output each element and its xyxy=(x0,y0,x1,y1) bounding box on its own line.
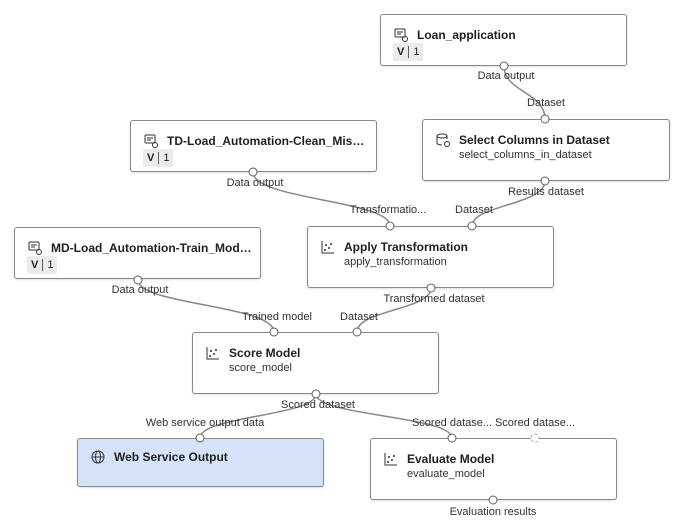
node-subtitle: apply_transformation xyxy=(344,256,447,268)
input-port-evaluate-scored-2[interactable] xyxy=(530,433,540,443)
port-label: Results dataset xyxy=(508,186,584,198)
node-title: TD-Load_Automation-Clean_Missing_Dat... xyxy=(167,134,371,148)
node-title: Evaluate Model xyxy=(407,452,495,466)
version-badge: V 1 xyxy=(393,43,424,61)
output-port-loan-application[interactable] xyxy=(499,61,509,71)
chart-icon xyxy=(320,239,336,255)
node-subtitle: score_model xyxy=(229,362,292,374)
output-port-score-scored-dataset[interactable] xyxy=(311,389,321,399)
port-label: Trained model xyxy=(242,311,312,323)
dataset-icon xyxy=(393,27,409,43)
node-subtitle: select_columns_in_dataset xyxy=(459,149,592,161)
node-md-load-automation[interactable]: MD-Load_Automation-Train_Model-Trai... V… xyxy=(14,227,261,279)
port-label: Data output xyxy=(111,284,169,296)
globe-icon xyxy=(90,449,106,465)
input-port-evaluate-scored-1[interactable] xyxy=(447,433,457,443)
input-port-apply-dataset[interactable] xyxy=(467,221,477,231)
output-port-evaluate-results[interactable] xyxy=(488,495,498,505)
port-label: Dataset xyxy=(340,311,378,323)
node-title: Select Columns in Dataset xyxy=(459,133,610,147)
port-label: Scored datase... xyxy=(411,417,493,429)
output-port-apply-transformed[interactable] xyxy=(426,283,436,293)
node-apply-transformation[interactable]: Apply Transformation apply_transformatio… xyxy=(307,226,554,288)
node-title: MD-Load_Automation-Train_Model-Trai... xyxy=(51,241,255,255)
node-title: Score Model xyxy=(229,346,301,360)
port-label: Dataset xyxy=(527,97,565,109)
input-port-select-columns-dataset[interactable] xyxy=(540,114,550,124)
version-badge: V 1 xyxy=(143,149,174,167)
output-port-td-load[interactable] xyxy=(248,167,258,177)
port-label: Transformatio... xyxy=(349,204,427,216)
dataset-icon xyxy=(143,133,159,149)
node-subtitle: evaluate_model xyxy=(407,468,485,480)
node-web-service-output[interactable]: Web Service Output xyxy=(77,438,324,487)
port-label: Scored datase... xyxy=(494,417,576,429)
node-td-load-automation[interactable]: TD-Load_Automation-Clean_Missing_Dat... … xyxy=(130,120,377,172)
node-select-columns-in-dataset[interactable]: Select Columns in Dataset select_columns… xyxy=(422,119,670,181)
input-port-score-dataset[interactable] xyxy=(352,327,362,337)
node-title: Loan_application xyxy=(417,28,516,42)
input-port-score-trained-model[interactable] xyxy=(269,327,279,337)
input-port-apply-transformation[interactable] xyxy=(385,221,395,231)
node-title: Web Service Output xyxy=(114,450,228,464)
port-label: Data output xyxy=(226,177,284,189)
database-gear-icon xyxy=(435,132,451,148)
port-label: Transformed dataset xyxy=(383,293,485,305)
port-label: Scored dataset xyxy=(281,399,355,411)
port-label: Dataset xyxy=(455,204,493,216)
node-evaluate-model[interactable]: Evaluate Model evaluate_model xyxy=(370,438,617,500)
output-port-select-columns-results[interactable] xyxy=(540,176,550,186)
port-label: Evaluation results xyxy=(449,506,537,518)
port-label: Web service output data xyxy=(145,417,265,429)
version-badge: V 1 xyxy=(27,256,58,274)
node-loan-application[interactable]: Loan_application V 1 xyxy=(380,14,627,66)
chart-icon xyxy=(205,345,221,361)
dataset-icon xyxy=(27,240,43,256)
input-port-web-service-output[interactable] xyxy=(195,433,205,443)
port-label: Data output xyxy=(477,70,535,82)
output-port-md-load[interactable] xyxy=(133,275,143,285)
node-title: Apply Transformation xyxy=(344,240,469,254)
node-score-model[interactable]: Score Model score_model xyxy=(192,332,439,394)
chart-icon xyxy=(383,451,399,467)
